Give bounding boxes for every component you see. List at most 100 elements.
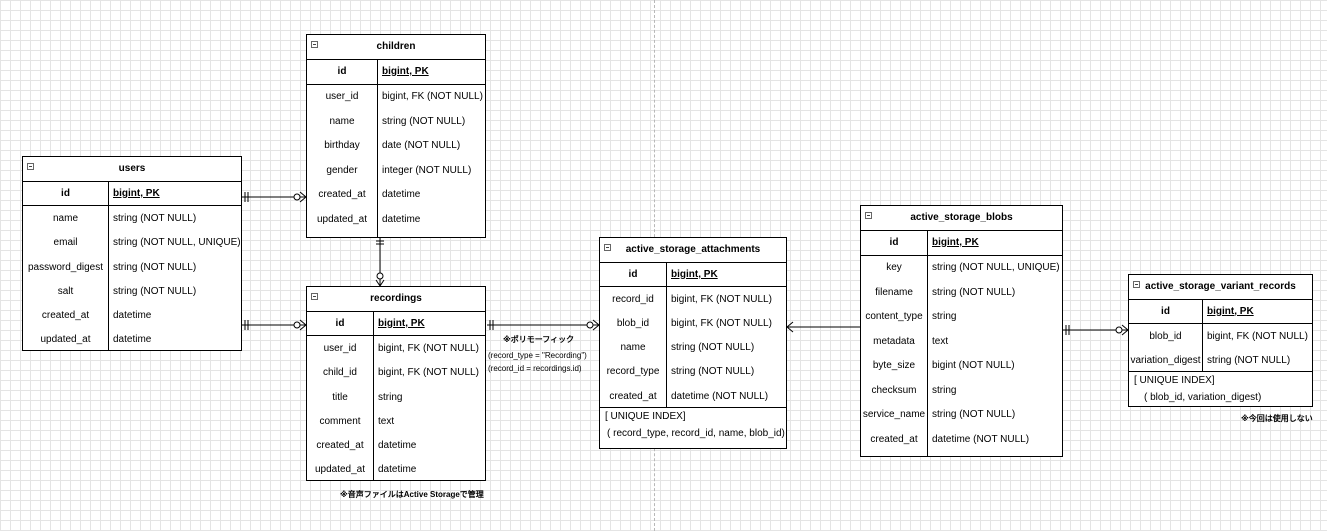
index-line: [ UNIQUE INDEX] <box>605 411 686 423</box>
column-type: integer (NOT NULL) <box>382 164 472 176</box>
column-type: bigint, PK <box>378 317 425 329</box>
table-title: active_storage_blobs <box>861 206 1062 231</box>
table-title-text: active_storage_blobs <box>910 212 1013 223</box>
column-row[interactable]: created_at datetime (NOT NULL) <box>600 384 786 408</box>
edge-attachments-blobs <box>786 321 860 333</box>
column-name: variation_digest <box>1130 354 1201 366</box>
column-name: gender <box>326 164 358 176</box>
collapse-icon[interactable] <box>27 163 34 170</box>
column-name: record_type <box>606 366 660 378</box>
column-type: string (NOT NULL) <box>932 286 1016 298</box>
column-type: bigint, PK <box>1207 305 1254 317</box>
column-name: name <box>52 212 78 224</box>
column-name: created_at <box>41 310 90 322</box>
column-type: string (NOT NULL) <box>113 212 197 224</box>
column-row[interactable]: created_at datetime <box>307 433 485 457</box>
edge-users-recordings <box>242 319 307 331</box>
note-unused: ※今回は使用しない <box>1241 414 1313 423</box>
column-name: created_at <box>609 390 657 402</box>
column-divider <box>927 230 928 456</box>
column-name: id <box>889 236 899 248</box>
edge-recordings-attachments <box>487 319 600 331</box>
column-type: string (NOT NULL) <box>671 366 755 378</box>
column-row[interactable]: record_type string (NOT NULL) <box>600 360 786 384</box>
column-row[interactable]: filename string (NOT NULL) <box>861 280 1062 305</box>
edge-blobs-variants <box>1063 324 1129 336</box>
collapse-icon[interactable] <box>311 293 318 300</box>
table-title: recordings <box>307 287 485 312</box>
primary-key-row[interactable]: id bigint, PK <box>307 311 485 337</box>
column-row[interactable]: gender integer (NOT NULL) <box>307 158 485 183</box>
column-divider <box>373 311 374 480</box>
column-divider <box>1202 299 1203 371</box>
column-type: string (NOT NULL) <box>932 409 1016 421</box>
column-name: service_name <box>862 409 926 421</box>
column-type: bigint, PK <box>671 268 718 280</box>
column-name: updated_at <box>316 213 368 225</box>
column-row[interactable]: service_name string (NOT NULL) <box>861 403 1062 428</box>
column-name: user_id <box>323 342 357 354</box>
column-row[interactable]: user_id bigint, FK (NOT NULL) <box>307 336 485 360</box>
column-row[interactable]: email string (NOT NULL, UNIQUE) <box>23 231 241 255</box>
column-divider <box>666 262 667 408</box>
column-type: datetime <box>113 334 152 346</box>
table-title: active_storage_variant_records <box>1129 275 1312 300</box>
column-name: filename <box>875 286 913 298</box>
column-name: salt <box>57 285 74 297</box>
column-type: bigint, FK (NOT NULL) <box>378 342 479 354</box>
column-row[interactable]: name string (NOT NULL) <box>23 206 241 230</box>
column-type: string (NOT NULL) <box>671 342 755 354</box>
collapse-icon[interactable] <box>604 244 611 251</box>
table-title-text: active_storage_attachments <box>625 244 761 255</box>
column-name: created_at <box>316 440 364 452</box>
column-type: datetime <box>378 440 417 452</box>
column-type: string (NOT NULL, UNIQUE) <box>113 237 241 249</box>
collapse-icon[interactable] <box>865 212 872 219</box>
column-name: id <box>335 317 345 329</box>
collapse-icon[interactable] <box>311 41 318 48</box>
note-active-storage: ※音声ファイルはActive Storageで管理 <box>340 490 484 499</box>
collapse-icon[interactable] <box>1133 281 1140 288</box>
column-name: email <box>53 237 78 249</box>
column-type: datetime (NOT NULL) <box>671 390 769 402</box>
column-type: bigint, FK (NOT NULL) <box>378 367 479 379</box>
table-recordings[interactable]: recordings id bigint, PK user_id bigint, FK … <box>306 286 486 481</box>
unique-index-section: [ UNIQUE INDEX]( blob_id, variation_dige… <box>1129 371 1312 406</box>
column-type: string <box>932 311 957 323</box>
